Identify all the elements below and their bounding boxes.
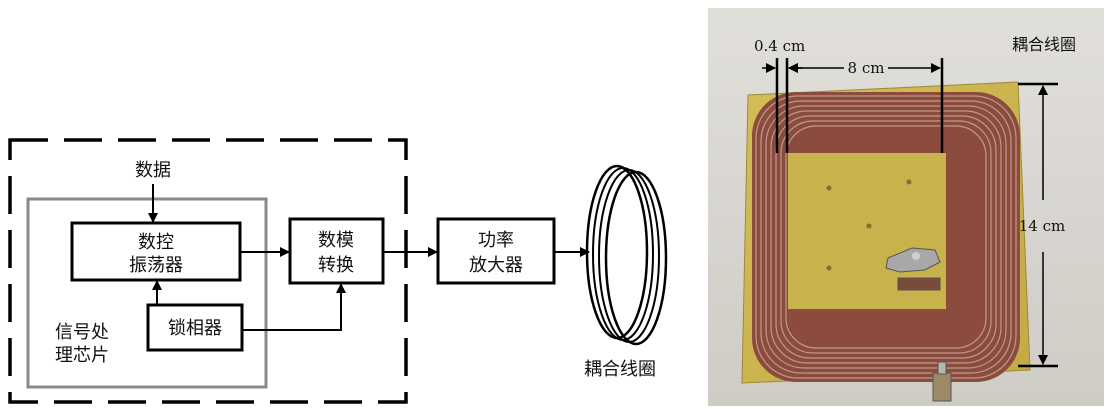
block-diagram: 数据 数控 振荡器 数模 转换 功率 放大器 锁相器 信号处 理芯片 — [8, 138, 668, 404]
dim-height-label: 14 cm — [1019, 217, 1065, 235]
solder-component — [885, 247, 941, 291]
chip-label-line1: 信号处 — [55, 322, 109, 343]
data-label: 数据 — [135, 160, 171, 181]
chip-boundary — [26, 197, 268, 389]
photo-title: 耦合线圈 — [1012, 35, 1076, 54]
chip-label-line2: 理芯片 — [55, 345, 109, 366]
via-holes — [826, 179, 912, 271]
dac-label-line1: 数模 — [318, 230, 354, 251]
pa-label-line1: 功率 — [478, 230, 514, 251]
coil-photo: 耦合线圈 0.4 cm 8 cm 14 cm — [708, 8, 1104, 406]
nco-label-line1: 数控 — [138, 232, 174, 253]
dim-inner-width-label: 8 cm — [848, 59, 885, 77]
dac-label-line2: 转换 — [318, 255, 354, 276]
dim-gap-label: 0.4 cm — [754, 37, 805, 55]
nco-label-line2: 振荡器 — [129, 255, 183, 276]
system-dashed-boundary — [8, 138, 408, 404]
pa-block — [436, 217, 556, 285]
coil-turns — [755, 95, 1017, 379]
pll-block — [146, 303, 244, 352]
sma-connector — [932, 361, 952, 402]
pll-to-dac-arrow — [242, 283, 346, 331]
dimension-lines — [762, 58, 1058, 368]
pa-label-line2: 放大器 — [469, 255, 523, 276]
pll-label: 锁相器 — [168, 318, 222, 339]
coupling-coil-drawing — [585, 164, 668, 346]
coil-label: 耦合线圈 — [584, 359, 656, 380]
